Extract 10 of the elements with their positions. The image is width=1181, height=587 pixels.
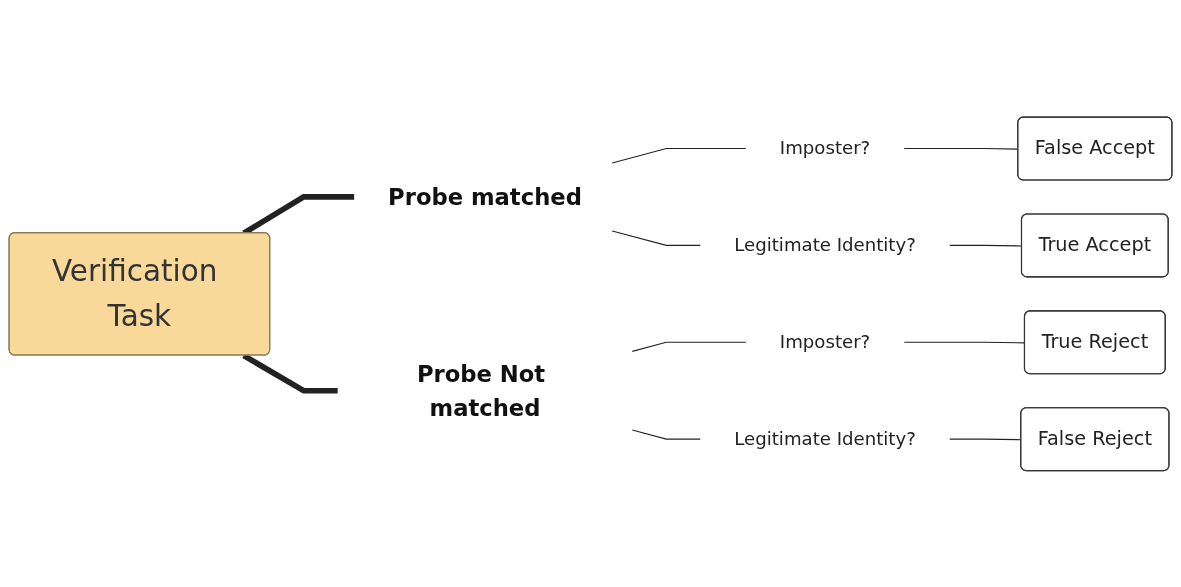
node-text: Legitimate Identity? — [734, 233, 916, 256]
node-text: Probe matched — [388, 183, 582, 211]
connector — [611, 230, 701, 246]
connector — [631, 429, 701, 440]
connector — [611, 147, 747, 164]
node-text: Imposter? — [779, 136, 871, 159]
connector — [631, 341, 747, 352]
node-text: Probe Not matched — [416, 359, 546, 421]
node-text: Imposter? — [779, 330, 871, 353]
node-text: Legitimate Identity? — [734, 427, 916, 450]
